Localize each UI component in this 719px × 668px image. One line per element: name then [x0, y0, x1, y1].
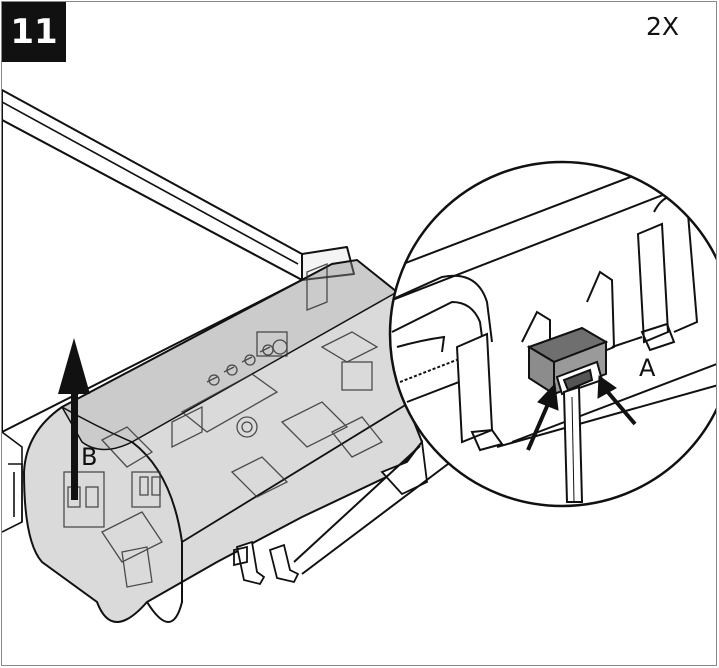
- arrow-pointer-icon: [526, 375, 637, 451]
- locking-tab: [526, 326, 609, 396]
- terminal-blocks: [63, 263, 384, 588]
- quantity-label: 2X: [646, 12, 680, 41]
- callout-b: B: [81, 443, 98, 471]
- screwdriver-icon: [562, 385, 584, 503]
- zoom-lead-lines: [293, 445, 449, 575]
- snap-clips: [233, 439, 428, 586]
- arrow-up-icon: [58, 338, 90, 500]
- magnifier-detail: [388, 160, 716, 508]
- step-number: 11: [10, 12, 58, 52]
- step-number-badge: 11: [2, 2, 66, 62]
- callout-a: A: [639, 354, 656, 382]
